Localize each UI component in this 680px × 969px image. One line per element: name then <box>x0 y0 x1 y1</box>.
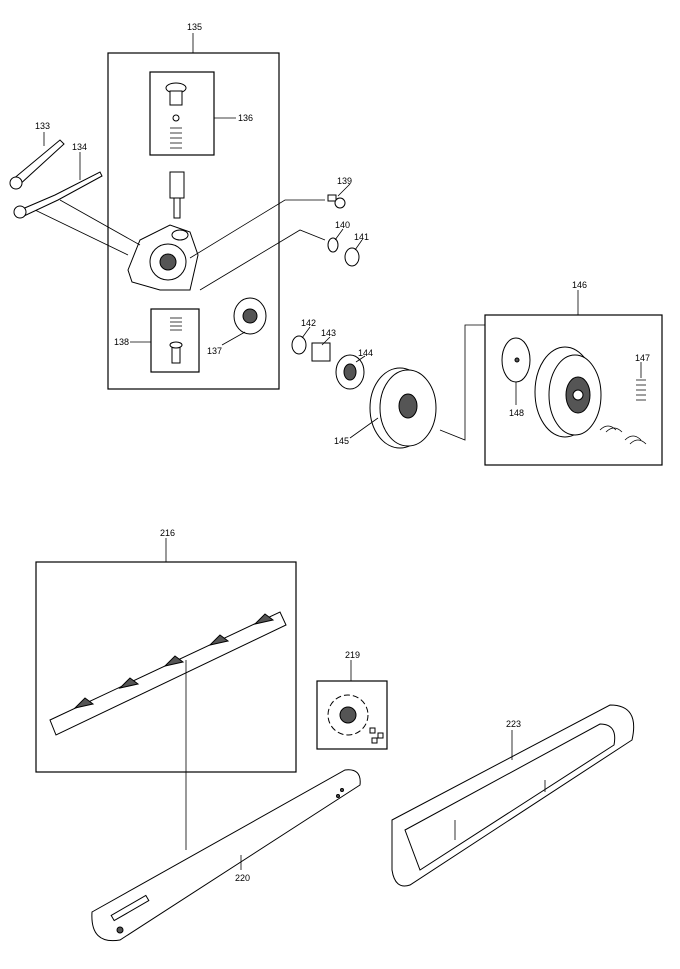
label-137: 137 <box>207 346 222 356</box>
label-147: 147 <box>635 353 650 363</box>
part-140-circlip <box>327 237 339 253</box>
label-140: 140 <box>335 220 350 230</box>
group-box-138 <box>150 308 200 373</box>
label-216: 216 <box>160 528 175 538</box>
label-133: 133 <box>35 121 50 131</box>
group-box-136 <box>149 71 215 156</box>
label-220: 220 <box>235 873 250 883</box>
label-223: 223 <box>506 719 521 729</box>
group-box-146 <box>484 314 663 466</box>
part-223-bar-cover <box>391 704 635 887</box>
label-134: 134 <box>72 142 87 152</box>
part-141-washer <box>344 247 360 267</box>
part-216-saw-chain <box>49 611 287 736</box>
part-145-clutch-drum <box>369 367 437 449</box>
label-146: 146 <box>572 280 587 290</box>
label-219: 219 <box>345 650 360 660</box>
label-148: 148 <box>509 408 524 418</box>
part-219-rim-sprocket <box>327 694 384 744</box>
label-135: 135 <box>187 22 202 32</box>
part-pump-piston <box>169 171 185 219</box>
part-220-guide-bar <box>91 769 361 942</box>
part-134-lever <box>13 171 103 219</box>
label-136: 136 <box>238 113 253 123</box>
label-139: 139 <box>337 176 352 186</box>
part-147-spring <box>599 379 647 445</box>
part-143-bearing <box>311 342 331 362</box>
label-142: 142 <box>301 318 316 328</box>
part-137-worm-gear <box>233 297 267 335</box>
label-145: 145 <box>334 436 349 446</box>
part-clutch-assembly <box>534 346 602 438</box>
part-pump-body <box>127 224 199 291</box>
group-box-219 <box>316 680 388 750</box>
part-136-screw-spring <box>165 82 187 149</box>
part-142-washer <box>291 335 307 355</box>
label-138: 138 <box>114 337 129 347</box>
part-144-sprocket <box>335 354 365 390</box>
part-139-screw <box>327 194 346 209</box>
label-144: 144 <box>358 348 373 358</box>
part-138-spring-valve <box>169 317 183 364</box>
label-143: 143 <box>321 328 336 338</box>
label-141: 141 <box>354 232 369 242</box>
group-box-135 <box>107 52 280 390</box>
part-133-bolt <box>9 139 65 190</box>
